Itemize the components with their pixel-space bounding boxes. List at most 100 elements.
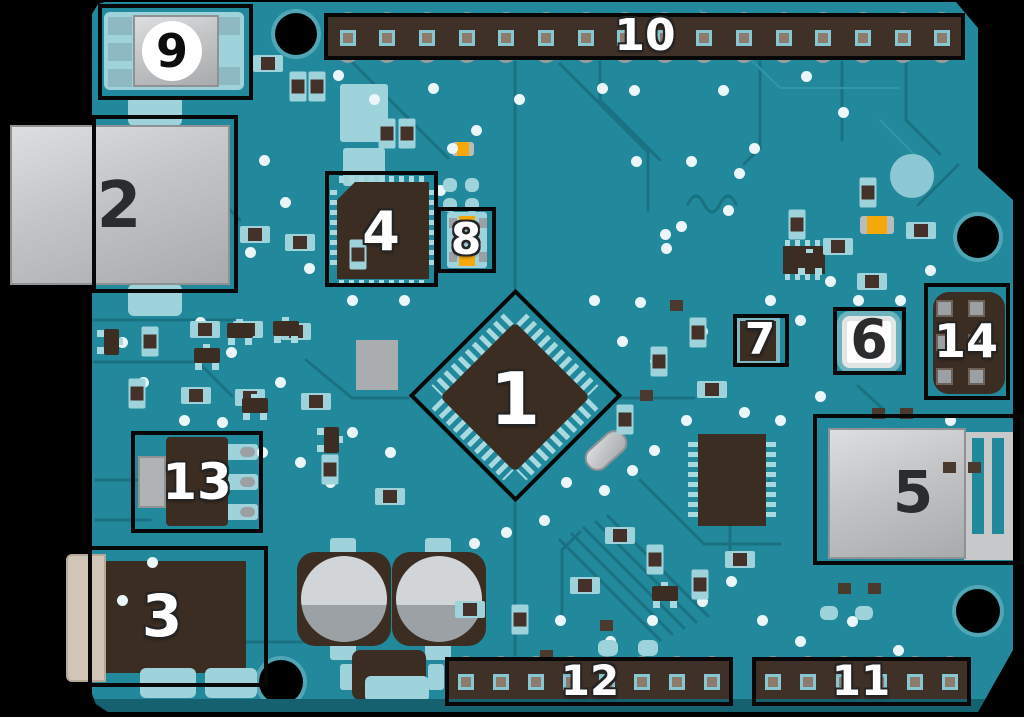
header-pin <box>379 29 396 46</box>
via-dot <box>686 156 697 167</box>
power-jack-body <box>104 561 246 673</box>
crystal-pad <box>216 67 240 85</box>
mounting-hole <box>957 216 999 258</box>
resonator-pad <box>459 216 475 230</box>
smd-resistor <box>128 378 146 409</box>
callout-box-6[interactable] <box>833 307 906 375</box>
smd-resistor <box>605 527 635 544</box>
via-dot <box>718 85 729 96</box>
bottom-right-pin-header <box>755 661 968 703</box>
cap-pad <box>425 642 451 660</box>
callout-label-5: 5 <box>892 458 934 526</box>
via-dot <box>217 417 228 428</box>
icsp-pin-pad <box>968 368 985 385</box>
callout-box-4[interactable] <box>325 171 438 287</box>
dark-pad <box>872 408 885 419</box>
solder-pad <box>365 676 429 702</box>
callout-box-9[interactable] <box>98 4 253 100</box>
via-dot <box>697 596 708 607</box>
smd-resistor <box>301 393 331 410</box>
callout-label-10: 10 <box>614 10 676 61</box>
header-pin <box>633 674 650 690</box>
dark-pad <box>640 390 653 401</box>
via-dot <box>631 156 642 167</box>
dark-pad <box>670 300 683 311</box>
via-dot <box>179 415 190 426</box>
callout-box-2[interactable] <box>92 115 238 293</box>
dark-pad <box>868 583 881 594</box>
via-dot <box>635 297 646 308</box>
mounting-hole <box>956 589 1000 633</box>
dark-pad <box>838 583 851 594</box>
sot-body <box>324 427 339 453</box>
solder-pad <box>465 178 479 192</box>
icsp-pin-pad <box>968 300 985 317</box>
smd-resistor <box>570 577 600 594</box>
smd-resistor-body <box>400 126 414 141</box>
callout-box-11[interactable] <box>752 657 971 706</box>
header-pin <box>704 674 721 690</box>
smd-resistor <box>455 601 485 618</box>
header-pin <box>894 29 911 46</box>
callout-box-8[interactable] <box>437 207 496 273</box>
solder-pad <box>638 640 658 656</box>
header-pin <box>537 29 554 46</box>
smd-resistor <box>650 346 668 377</box>
header-pin <box>871 674 888 690</box>
smd-transistor <box>227 319 253 345</box>
callout-box-13[interactable] <box>131 431 263 533</box>
resonator-pad <box>479 252 487 262</box>
sot-leg <box>228 337 235 345</box>
callout-box-5[interactable] <box>813 414 1024 565</box>
qfn-pins-left <box>330 190 337 270</box>
via-dot <box>660 229 671 240</box>
callout-label-13: 13 <box>162 453 232 511</box>
smd-resistor <box>141 326 159 357</box>
callout-label-7: 7 <box>744 314 776 365</box>
via-dot <box>676 221 687 232</box>
resonator-pad <box>449 252 457 262</box>
smd-resistor-body <box>652 354 666 369</box>
smd-transistor <box>273 317 299 343</box>
smd-resistor <box>823 238 853 255</box>
smd-resistor-body <box>578 579 592 592</box>
via-dot <box>333 70 344 81</box>
smd-transistor <box>194 344 220 370</box>
sot-body <box>652 586 678 601</box>
soic8-pins <box>785 274 823 280</box>
smd-resistor-body <box>613 529 627 542</box>
sot-leg <box>670 600 677 608</box>
header-pin <box>498 29 515 46</box>
solder-pad <box>443 178 457 192</box>
sot-leg <box>653 600 660 608</box>
via-dot <box>471 125 482 136</box>
capacitor-top <box>396 556 482 642</box>
qfn-pins-right <box>428 190 435 270</box>
regulator-lead <box>226 504 258 520</box>
sot-leg <box>274 335 281 343</box>
sot-body <box>797 253 823 268</box>
via-dot <box>734 168 745 179</box>
crystal-pad <box>108 69 132 87</box>
via-dot <box>117 595 128 606</box>
callout-box-14[interactable] <box>924 283 1010 400</box>
via-dot <box>295 457 306 468</box>
via-dot <box>275 377 286 388</box>
crystal-pad <box>108 43 132 61</box>
via-dot <box>765 295 776 306</box>
cap-pad <box>330 642 356 660</box>
via-dot <box>775 415 786 426</box>
smd-resistor-body <box>914 224 928 237</box>
cap-pad <box>330 538 356 556</box>
smd-resistor <box>289 71 307 102</box>
callout-box-12[interactable] <box>445 657 733 706</box>
callout-box-10[interactable] <box>324 13 965 60</box>
smd-resistor-body <box>380 126 394 141</box>
header-pin <box>934 29 951 46</box>
via-dot <box>226 347 237 358</box>
header-pin <box>775 29 792 46</box>
sot-leg <box>243 412 250 420</box>
callout-box-3[interactable] <box>88 546 268 687</box>
gray-component <box>356 340 398 390</box>
callout-box-7[interactable] <box>733 314 789 367</box>
